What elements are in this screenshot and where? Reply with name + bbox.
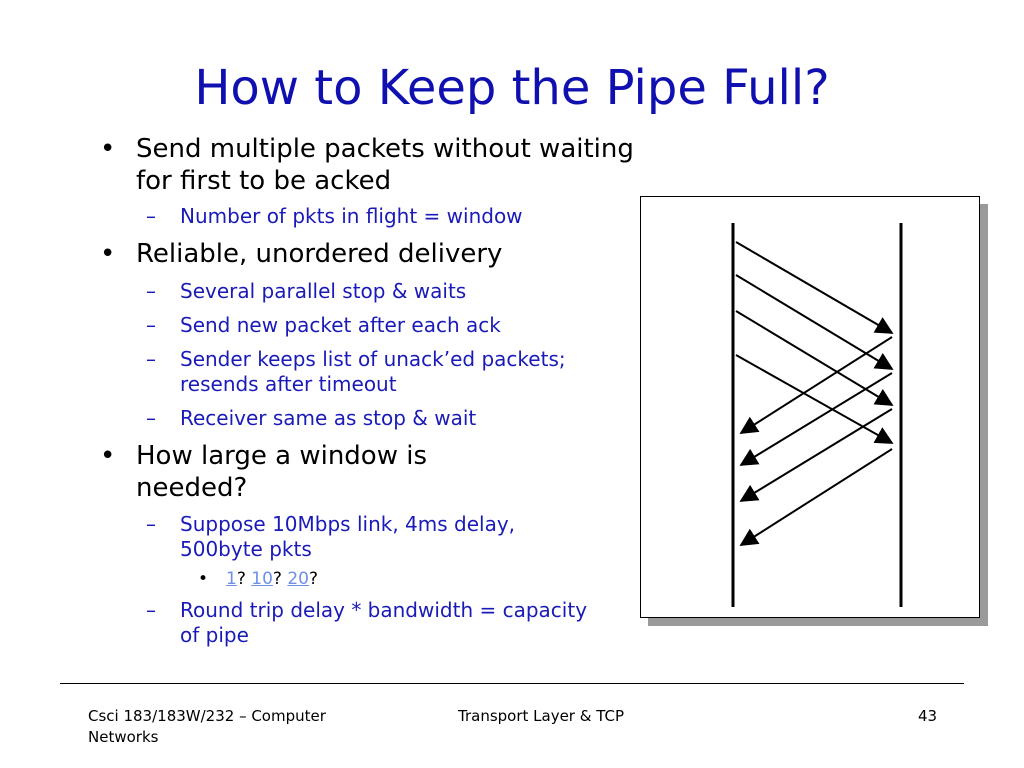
ack-arrow [739,448,893,546]
sub-bullet-item: Receiver same as stop & wait [100,406,640,431]
sub-bullet-item: Number of pkts in flight = window [100,204,640,229]
question-mark: ? [272,569,282,589]
question-mark: ? [236,569,246,589]
sub-bullet-item: Suppose 10Mbps link, 4ms delay, 500byte … [100,512,640,562]
packet-arrow [735,241,894,334]
ack-arrow [739,408,893,502]
packet-arrow [735,354,894,444]
packet-arrow [735,274,894,370]
question-mark: ? [308,569,319,589]
bullet-item: How large a window is needed? [100,440,640,504]
bullet-item: Reliable, unordered delivery [100,238,640,270]
footer-divider [60,683,964,684]
sub-sub-bullet-item: 1? 10? 20? [100,568,640,590]
bullet-list: Send multiple packets without waiting fo… [100,133,640,648]
timing-diagram-svg [731,223,903,607]
sub-bullet-item: Sender keeps list of unack’ed packets; r… [100,347,640,397]
answer-link-10[interactable]: 10 [251,569,273,589]
sub-bullet-item: Round trip delay * bandwidth = capacity … [100,598,640,648]
slide-title: How to Keep the Pipe Full? [194,60,830,116]
packet-arrow [735,310,894,406]
sliding-window-diagram [640,196,980,618]
answer-link-20[interactable]: 20 [287,569,309,589]
page-number: 43 [918,707,938,725]
ack-arrow [739,372,893,466]
footer-course: Csci 183/183W/232 – Computer Networks [88,707,326,746]
bullet-item: Send multiple packets without waiting fo… [100,133,640,197]
sub-bullet-item: Send new packet after each ack [100,313,640,338]
ack-arrow [739,336,893,434]
sub-bullet-item: Several parallel stop & waits [100,279,640,304]
answer-link-1[interactable]: 1 [226,569,237,589]
footer-topic: Transport Layer & TCP [458,707,625,725]
